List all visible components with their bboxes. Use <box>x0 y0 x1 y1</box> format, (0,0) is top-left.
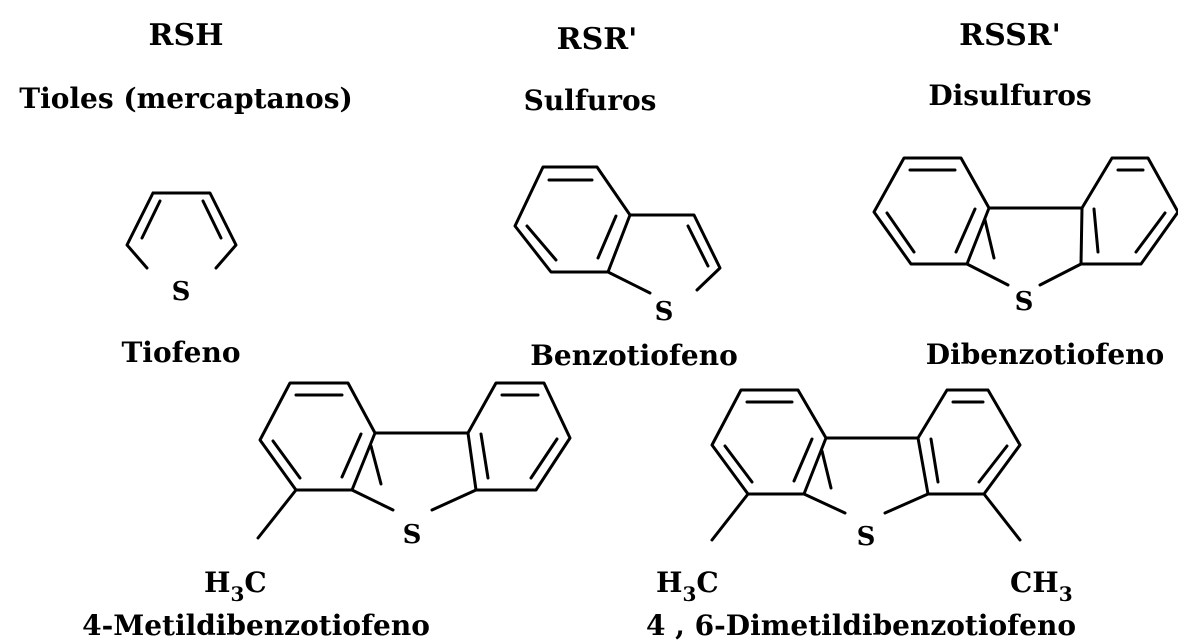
methyl-h: H <box>204 566 230 599</box>
methyl-left-subscript: 3 <box>682 582 696 606</box>
methyl-left-c: C <box>696 566 718 599</box>
dimetildibenzotiofeno-sulfur-atom: S <box>857 522 876 552</box>
class-name-sulfuros: Sulfuros <box>524 84 657 117</box>
methyl-group-left-label: H3C <box>656 566 719 606</box>
tiofeno-sulfur-atom: S <box>172 277 191 307</box>
compound-name-benzotiofeno: Benzotiofeno <box>530 339 738 372</box>
tiofeno-structure: S <box>125 191 238 307</box>
methyl-right-subscript: 3 <box>1059 582 1073 606</box>
methyl-group-right-label: CH3 <box>1010 566 1073 606</box>
compound-name-4-metildibenzotiofeno: 4-Metildibenzotiofeno <box>82 609 430 641</box>
compound-name-4-6-dimetildibenzotiofeno: 4 , 6-Dimetildibenzotiofeno <box>646 609 1076 641</box>
metildibenzotiofeno-structure: S H3C <box>204 381 572 606</box>
class-name-disulfuros: Disulfuros <box>928 79 1091 112</box>
compound-name-dibenzotiofeno: Dibenzotiofeno <box>926 338 1164 371</box>
benzotiofeno-sulfur-atom: S <box>655 297 674 327</box>
metildibenzotiofeno-sulfur-atom: S <box>403 520 422 550</box>
class-formula-rsh: RSH <box>149 18 224 53</box>
methyl-c: C <box>244 566 266 599</box>
dibenzotiofeno-sulfur-atom: S <box>1015 287 1034 317</box>
methyl-group-label: H3C <box>204 566 267 606</box>
benzotiofeno-structure: S <box>513 165 722 327</box>
dibenzotiofeno-structure: S <box>872 156 1178 317</box>
class-formula-rsr: RSR' <box>557 22 638 57</box>
methyl-subscript: 3 <box>230 582 244 606</box>
class-name-tioles: Tioles (mercaptanos) <box>19 82 352 115</box>
methyl-left-h: H <box>656 566 682 599</box>
compound-name-tiofeno: Tiofeno <box>121 336 240 369</box>
class-formula-rssr: RSSR' <box>959 18 1061 53</box>
dimetildibenzotiofeno-structure: S H3C CH3 <box>656 388 1073 606</box>
methyl-right-ch: CH <box>1010 566 1059 599</box>
